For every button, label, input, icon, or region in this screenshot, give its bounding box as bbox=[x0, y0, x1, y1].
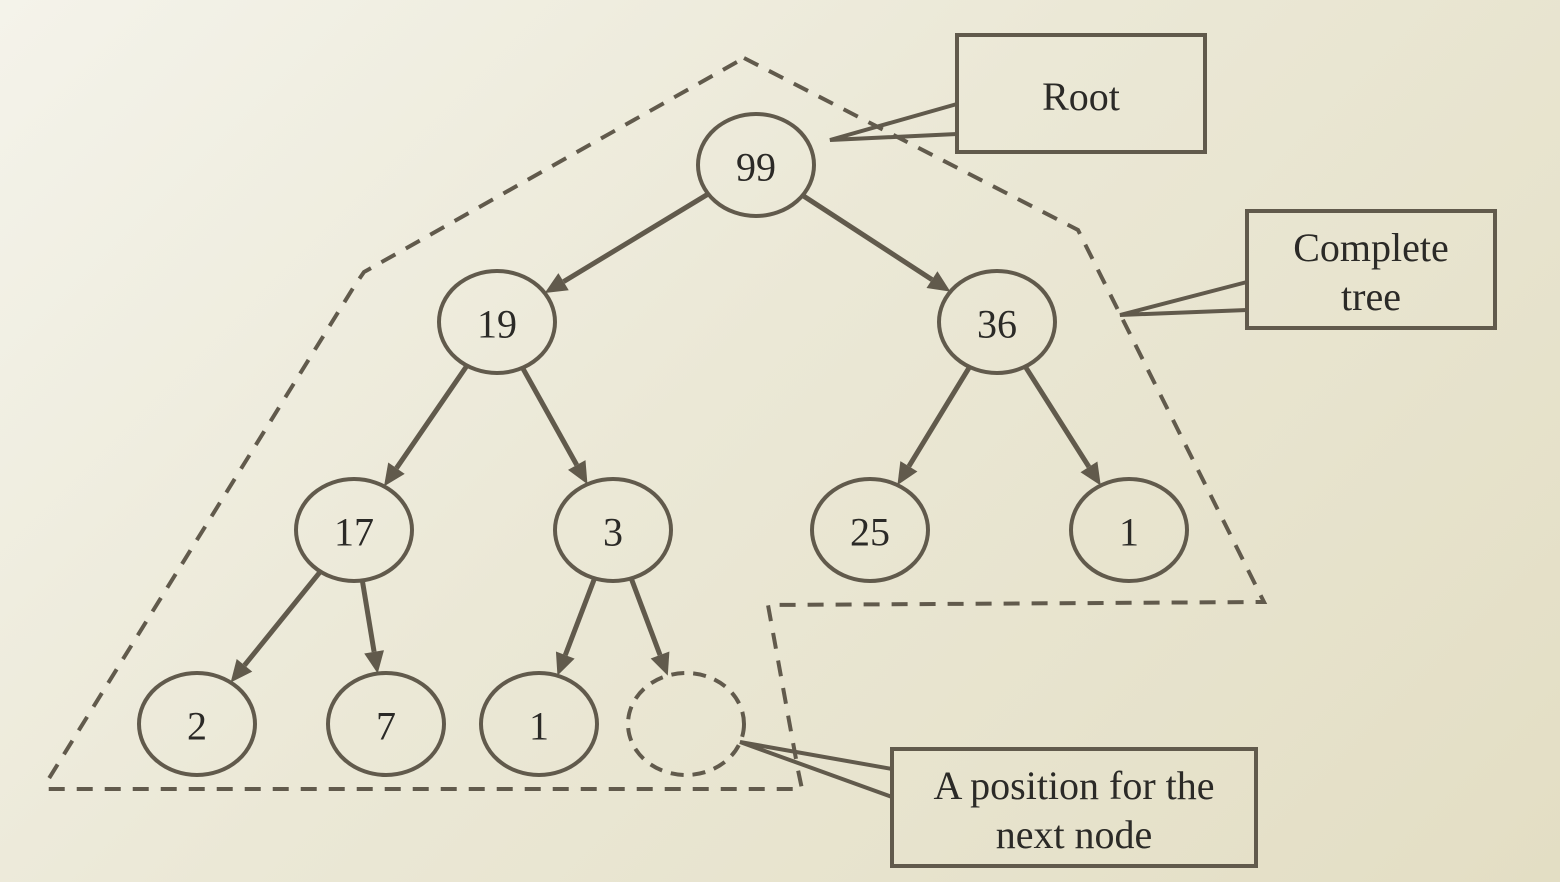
edge-line bbox=[562, 191, 710, 284]
callout-next-position: A position for the next node bbox=[739, 740, 1258, 868]
tree-nodes: 99 19 36 17 3 25 1 2 7 1 bbox=[137, 112, 1189, 777]
node-circle bbox=[1069, 477, 1189, 583]
node-25: 25 bbox=[810, 477, 930, 583]
node-label: 25 bbox=[850, 510, 890, 555]
arrowhead bbox=[1080, 461, 1101, 486]
node-label: 1 bbox=[529, 704, 549, 749]
edge-line bbox=[394, 364, 470, 470]
node-circle bbox=[137, 671, 257, 777]
edge-line bbox=[906, 365, 972, 468]
edge-node-17-to-node-2 bbox=[230, 569, 323, 683]
arrowhead bbox=[364, 650, 384, 674]
edge-node-99-to-node-36 bbox=[801, 193, 951, 292]
callout-complete-tree-pointer bbox=[1119, 280, 1248, 317]
node-circle bbox=[553, 477, 673, 583]
node-label: 17 bbox=[334, 510, 374, 555]
complete-tree-boundary bbox=[46, 56, 1268, 791]
edge-node-19-to-node-3 bbox=[520, 366, 588, 485]
node-label: 19 bbox=[477, 302, 517, 347]
callout-next-position-line-2: next node bbox=[996, 812, 1153, 857]
edge-line bbox=[628, 577, 663, 656]
node-19: 19 bbox=[437, 269, 557, 375]
arrowhead bbox=[568, 460, 588, 485]
node-circle bbox=[326, 671, 446, 777]
edge-node-36-to-node-25 bbox=[897, 365, 972, 486]
node-2: 2 bbox=[137, 671, 257, 777]
node-label: 99 bbox=[736, 145, 776, 190]
edge-node-3-to-node-1-left bbox=[555, 577, 597, 676]
node-label: 7 bbox=[376, 704, 396, 749]
edge-node-36-to-node-1-right bbox=[1023, 365, 1101, 486]
callout-complete-tree-line-1: Complete bbox=[1293, 225, 1449, 270]
empty-node-circle bbox=[626, 671, 746, 777]
node-circle bbox=[937, 269, 1057, 375]
edge-line bbox=[520, 366, 579, 467]
node-label: 1 bbox=[1119, 510, 1139, 555]
edge-line bbox=[801, 193, 934, 282]
arrowhead bbox=[230, 659, 253, 683]
node-7: 7 bbox=[326, 671, 446, 777]
next-node-position bbox=[626, 671, 746, 777]
callout-root-text: Root bbox=[1042, 74, 1120, 119]
edge-line bbox=[1023, 365, 1092, 469]
callout-root-pointer bbox=[829, 102, 958, 142]
edge-node-3-to-next-node-position bbox=[628, 577, 670, 676]
node-circle bbox=[479, 671, 599, 777]
edge-node-99-to-node-19 bbox=[544, 191, 710, 294]
arrowhead bbox=[544, 273, 569, 294]
tree-edges bbox=[230, 191, 1101, 683]
node-circle bbox=[810, 477, 930, 583]
node-3: 3 bbox=[553, 477, 673, 583]
node-1-right: 1 bbox=[1069, 477, 1189, 583]
callout-next-position-pointer bbox=[739, 740, 893, 799]
node-1-left: 1 bbox=[479, 671, 599, 777]
edge-line bbox=[562, 577, 597, 656]
edge-line bbox=[242, 569, 323, 667]
edge-line bbox=[359, 580, 377, 653]
callout-complete-tree-box bbox=[1245, 209, 1497, 330]
arrowhead bbox=[384, 462, 405, 487]
callout-next-position-box bbox=[890, 747, 1258, 868]
node-label: 36 bbox=[977, 302, 1017, 347]
callout-complete-tree: Complete tree bbox=[1119, 209, 1497, 330]
node-99: 99 bbox=[696, 112, 816, 218]
node-label: 2 bbox=[187, 704, 207, 749]
arrowhead bbox=[555, 651, 575, 676]
edge-node-17-to-node-7 bbox=[359, 580, 384, 674]
node-label: 3 bbox=[603, 510, 623, 555]
callout-root: Root bbox=[829, 33, 1207, 154]
callout-complete-tree-line-2: tree bbox=[1341, 274, 1401, 319]
node-circle bbox=[437, 269, 557, 375]
arrowhead bbox=[897, 461, 918, 486]
node-17: 17 bbox=[294, 477, 414, 583]
callout-next-position-line-1: A position for the bbox=[933, 763, 1214, 808]
node-circle bbox=[696, 112, 816, 218]
node-circle bbox=[294, 477, 414, 583]
arrowhead bbox=[926, 271, 951, 292]
node-36: 36 bbox=[937, 269, 1057, 375]
arrowhead bbox=[650, 651, 670, 676]
callout-root-box bbox=[955, 33, 1207, 154]
edge-node-19-to-node-17 bbox=[384, 364, 470, 487]
